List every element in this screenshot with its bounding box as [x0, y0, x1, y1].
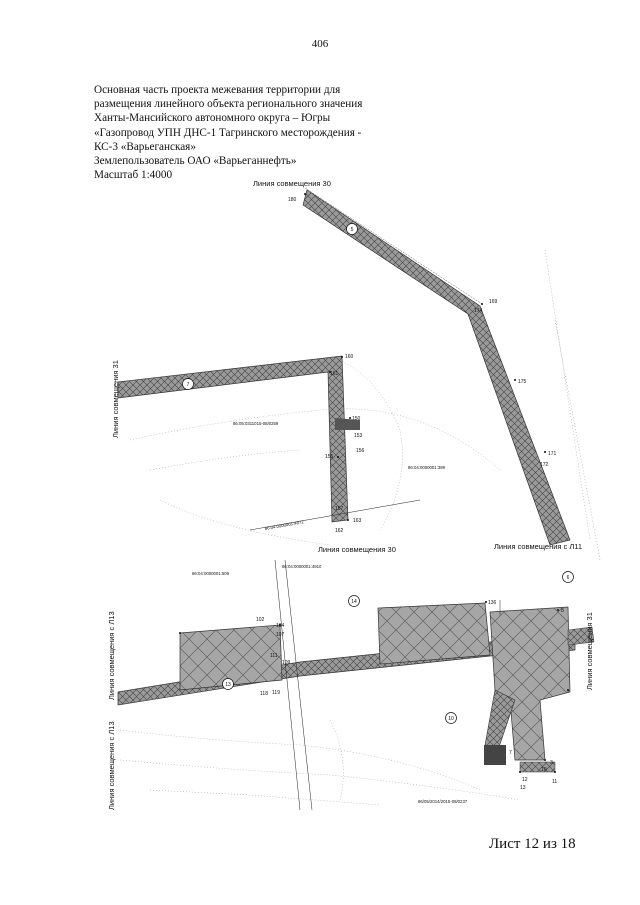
title-line: Ханты-Мансийского автономного округа – Ю…: [94, 112, 331, 125]
zone-number: 7: [187, 382, 190, 388]
match-line-label: Линия совмещения с Л11: [494, 542, 582, 551]
scale-line: Масштаб 1:4000: [94, 169, 173, 182]
cadastral-number: 86:04:0000001:389: [408, 465, 446, 470]
point-label: 102: [256, 617, 265, 623]
zone-marker: 10: [445, 712, 457, 724]
point-label: 109: [282, 660, 291, 666]
point-markers: [179, 193, 569, 773]
point-label: 157: [335, 506, 344, 512]
point-label: 11: [552, 779, 557, 785]
document-title: Основная часть проекта межевания террито…: [94, 83, 414, 182]
point-label: 150: [352, 416, 361, 422]
cadastral-number: 86:04:0000001:509: [192, 571, 230, 576]
zone-number: 6: [567, 575, 570, 581]
point-label: 3: [550, 760, 553, 766]
match-line-label: Линия совмещения 31: [585, 612, 594, 690]
title-line: размещения линейного объекта регионально…: [94, 98, 363, 111]
zone-marker: 6: [562, 571, 574, 583]
point-label: 13: [520, 785, 526, 791]
point-label: 171: [548, 451, 557, 457]
cadastral-number: 86:05:0311015-08/0259: [233, 421, 279, 426]
match-line-label: Линия совмещения 30: [318, 545, 396, 554]
point-label: 8: [561, 608, 564, 614]
boundary-lines: [249, 499, 501, 811]
point-label: 172: [540, 462, 549, 468]
cadastral-number: 86:04:0000001:4872: [264, 519, 304, 531]
match-line-label: Линия совмещения с Л13: [107, 611, 116, 700]
point-label: 163: [353, 518, 362, 524]
title-line: Основная часть проекта межевания террито…: [94, 84, 341, 96]
point-label: 160: [345, 354, 354, 360]
point-label: 111: [270, 653, 278, 659]
zone-number: 13: [225, 682, 231, 688]
point-label: 175: [518, 379, 527, 385]
cadastral-number: 86/05/2014/2015-08/0237: [418, 799, 468, 804]
match-line-label: Линия совмещения 31: [111, 360, 120, 438]
zone-number: 14: [351, 599, 357, 605]
point-label: 7: [509, 750, 512, 756]
point-label: 156: [356, 448, 365, 454]
point-label: 174: [474, 308, 483, 314]
page-number: 406: [311, 38, 329, 50]
match-line-label: Линия совмещения 30: [253, 179, 331, 188]
zone-marker: 7: [182, 378, 194, 390]
point-label: 118: [260, 691, 268, 697]
point-label: 161: [330, 371, 339, 377]
point-label: 169: [489, 299, 498, 305]
point-label: 104: [276, 623, 285, 629]
zone-number: 10: [448, 716, 454, 722]
corridor-upper-right: [302, 187, 571, 546]
cadastral-number: 86:04:0000001:4910: [282, 564, 322, 569]
point-label: 162: [335, 528, 344, 534]
corridor-upper-left: [117, 355, 360, 523]
point-label: 155: [325, 454, 334, 460]
point-label: 153: [354, 433, 363, 439]
title-line: КС-3 «Варьеганская»: [94, 140, 196, 153]
boundary-points: 180 169 174 175 171 172 160 161 150 153 …: [256, 197, 564, 791]
point-label: 12: [522, 777, 528, 783]
point-label: 10: [541, 767, 547, 773]
point-label: 107: [276, 632, 285, 638]
sheet-number: Лист 12 из 18: [489, 836, 576, 852]
terrain-lines: [119, 249, 601, 806]
point-label: 180: [288, 197, 297, 203]
point-label: 119: [272, 690, 280, 696]
zone-marker: 5: [346, 223, 358, 235]
zone-marker: 13: [222, 678, 234, 690]
zone-marker: 14: [348, 595, 360, 607]
match-line-label: Линия совмещения с Л13: [107, 721, 116, 810]
point-label: 136: [488, 600, 497, 606]
zone-number: 5: [351, 227, 354, 233]
corridor-lower: [117, 602, 595, 773]
land-user-line: Землепользователь ОАО «Варьеганнефть»: [94, 155, 297, 168]
title-line: «Газопровод УПН ДНС-1 Тагринского местор…: [94, 126, 362, 139]
